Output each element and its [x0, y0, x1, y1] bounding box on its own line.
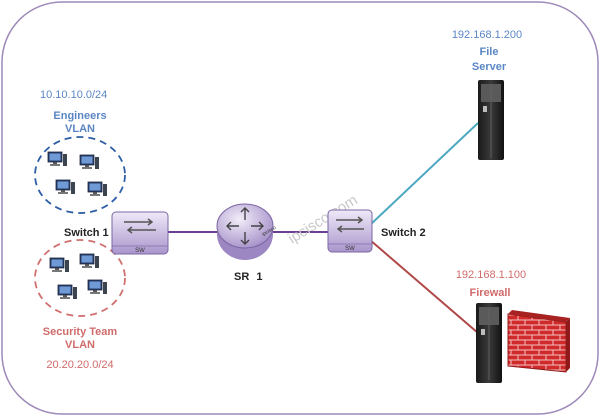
engineers-vlan-label-2: VLAN: [65, 123, 95, 135]
file-server-name-2: Server: [472, 61, 507, 73]
switch-arrows-icon: [336, 216, 364, 233]
computer-icon: [87, 181, 108, 197]
engineers-subnet-label: 10.10.10.0/24: [40, 89, 107, 101]
switch1-label: Switch 1: [64, 227, 109, 239]
switch2-label: Switch 2: [381, 227, 426, 239]
file-server-ip: 192.168.1.200: [452, 29, 522, 41]
server-icon: [478, 80, 504, 160]
router-device: ipcisco: [216, 203, 277, 260]
security-vlan-group: [34, 239, 126, 317]
file-server-name: File: [480, 46, 499, 58]
computer-icon: [57, 284, 78, 300]
switch2-device: SW: [327, 209, 373, 253]
engineers-pcs: [47, 151, 108, 197]
switch2-badge: SW: [345, 246, 355, 252]
router-arrows-icon: [226, 207, 264, 245]
computer-icon: [87, 279, 108, 295]
switch1-badge: SW: [135, 248, 145, 254]
engineers-vlan-label: Engineers: [53, 110, 106, 122]
computer-icon: [49, 257, 70, 273]
computer-icon: [79, 154, 100, 170]
link-switch2-fileserver: [369, 122, 479, 226]
security-pcs: [49, 253, 108, 300]
firewall-server-icon: [476, 303, 502, 383]
router-label: SR 1: [234, 271, 262, 283]
switch1-device: SW: [111, 211, 169, 255]
firewall-ip: 192.168.1.100: [456, 269, 526, 281]
switch-arrows-icon: [124, 218, 156, 234]
brick-wall-icon: [507, 310, 570, 373]
security-subnet-label: 20.20.20.0/24: [46, 359, 113, 371]
firewall-name: Firewall: [470, 287, 511, 299]
computer-icon: [55, 179, 76, 195]
computer-icon: [79, 253, 100, 269]
security-vlan-label-2: VLAN: [65, 339, 95, 351]
security-vlan-label: Security Team: [43, 326, 118, 338]
computer-icon: [47, 151, 68, 167]
link-switch2-firewall: [369, 239, 479, 334]
engineers-vlan-group: [34, 136, 126, 214]
